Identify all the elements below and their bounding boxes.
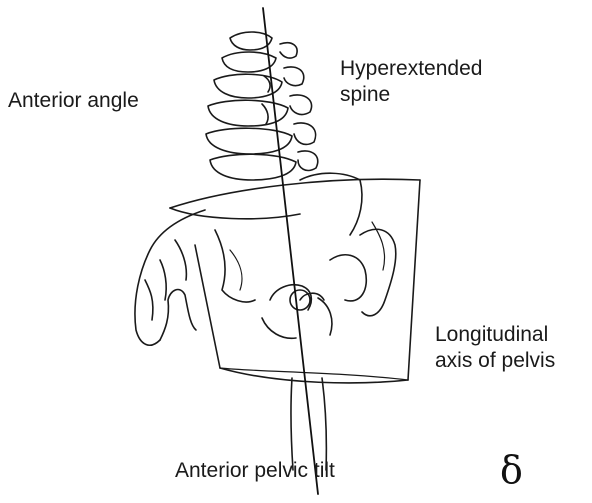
anterior-angle-label: Anterior angle (8, 88, 139, 114)
corner-mark: δ (500, 450, 523, 490)
longitudinal-label-line1: Longitudinal (435, 322, 555, 348)
pelvis-block-outline (170, 179, 420, 383)
longitudinal-label-line2: axis of pelvis (435, 348, 555, 374)
iliac-wing-drawing (135, 210, 205, 345)
longitudinal-axis-label: Longitudinal axis of pelvis (435, 322, 555, 374)
pelvis-bone-detail (215, 173, 396, 338)
figure-caption: Anterior pelvic tilt (175, 458, 335, 484)
hyperextended-label-line1: Hyperextended (340, 56, 482, 82)
hyperextended-spine-label: Hyperextended spine (340, 56, 482, 108)
spine-vertebrae-drawing (206, 32, 318, 180)
hyperextended-label-line2: spine (340, 82, 482, 108)
